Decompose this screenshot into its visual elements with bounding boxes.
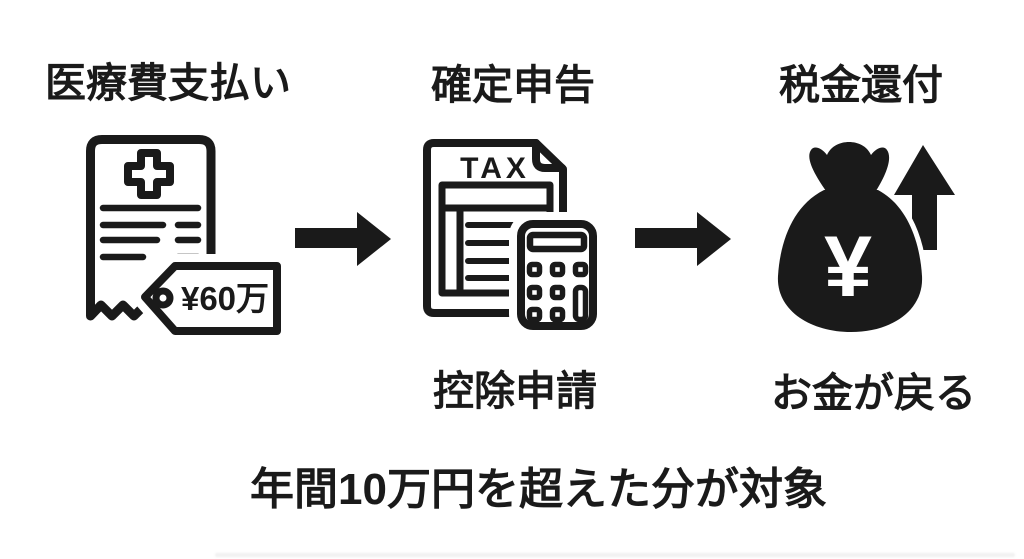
sublabel-deduction-application: 控除申請 [433, 368, 597, 414]
tax-doc-label: TAX [460, 152, 530, 185]
right-arrow-icon [295, 212, 391, 266]
right-arrow-shape [635, 212, 731, 266]
money-bag-tie [809, 142, 890, 194]
tax-doc-group: TAX [423, 139, 600, 338]
money-bag-body [777, 190, 923, 332]
price-tag-icon [141, 262, 281, 335]
folded-corner [532, 139, 566, 172]
medical-receipt-icon: ¥60万 [86, 135, 286, 335]
yen-symbol: ¥ [824, 219, 872, 315]
money-bag-up-arrow-icon: ¥ [772, 138, 955, 337]
calculator-display [526, 231, 588, 253]
medical-cross-icon [124, 149, 174, 199]
money-bag-icon [777, 142, 923, 332]
tax-form-lines [465, 222, 518, 281]
price-tag-label: ¥60万 [181, 280, 269, 317]
step-title-medical-payment: 医療費支払い [45, 60, 291, 106]
calculator-buttons [526, 261, 589, 323]
right-arrow-shape [295, 212, 391, 266]
tax-document-calculator-icon: TAX [423, 139, 600, 338]
right-arrow-icon [635, 212, 731, 266]
sublabel-money-returns: お金が戻る [771, 370, 976, 416]
price-tag-hole [152, 287, 174, 309]
step-title-tax-return: 確定申告 [431, 62, 595, 108]
step-title-tax-refund: 税金還付 [779, 62, 943, 108]
footer-note: 年間10万円を超えた分が対象 [250, 465, 827, 514]
receipt-group: ¥60万 [86, 135, 286, 335]
bottom-crop-artifact [215, 553, 1015, 557]
calculator-icon [517, 220, 597, 330]
up-arrow-icon [894, 145, 955, 250]
